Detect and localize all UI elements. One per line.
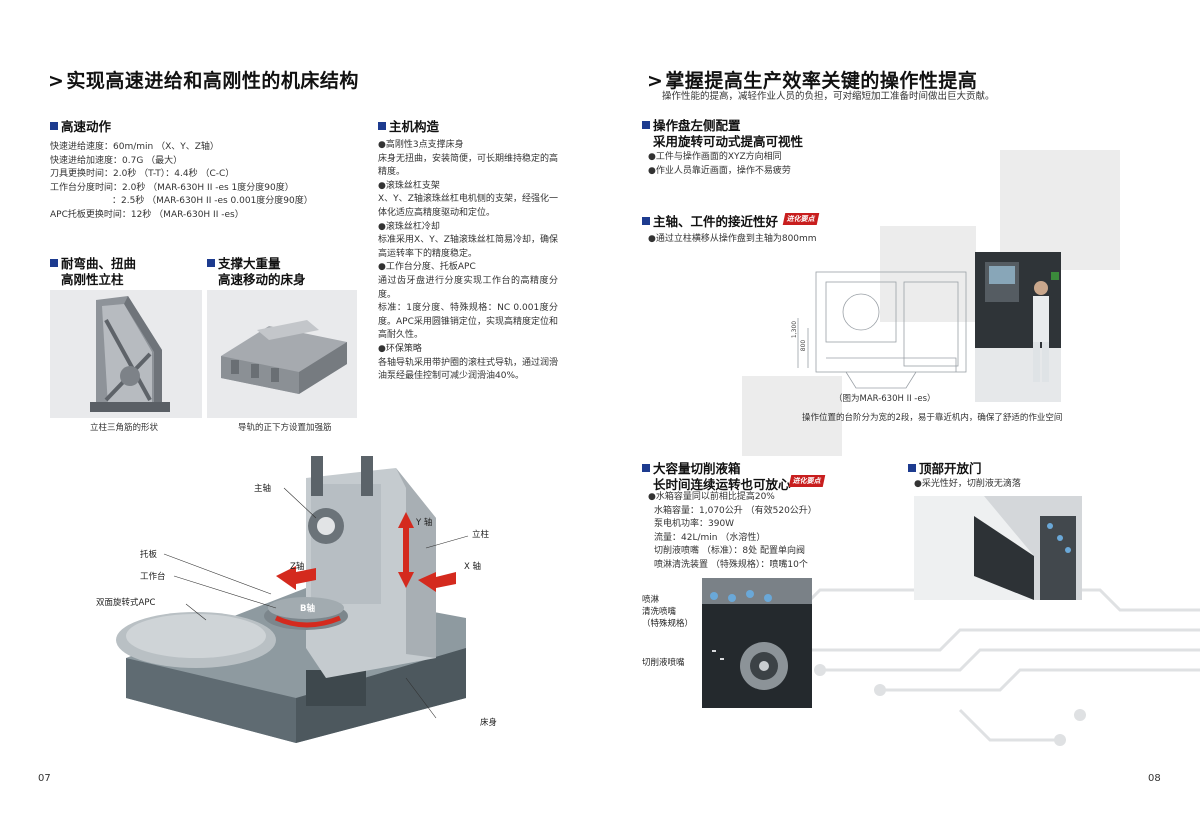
decor-square [742,376,842,456]
coolant-spec: 泵电机功率：390W [654,519,735,530]
square-bullet-icon [642,217,650,225]
operator-at-machine-drawing [975,252,1061,402]
operator-access-drawing: 1,300 800 （图为MAR-630H II -es） [786,268,972,404]
title-arrow-icon: > [647,70,664,92]
left-page-title: >实现高速进给和高刚性的机床结构 [48,70,359,92]
column-casting-drawing [90,296,170,412]
access-heading: 主轴、工件的接近性好 [642,214,778,230]
right-page-title: >掌握提高生产效率关键的操作性提高 [647,70,978,92]
decor-square [1000,150,1120,270]
panel-heading: 操作盘左侧配置 采用旋转可动式提高可视性 [642,118,803,150]
right-page-number: 08 [1148,773,1161,784]
spec-line: APC托板更换时间：12秒 （MAR-630H II -es） [50,209,244,220]
coolant-spec: 喷淋清洗装置 （特殊规格）：喷嘴10个 [654,559,808,570]
bed-casting-drawing [221,320,347,394]
label-shower-nozzle: 喷淋 清洗喷嘴 （特殊规格） [642,595,694,629]
spec-line: 刀具更换时间：2.0秒 （T-T）：4.4秒 （C-C） [50,169,235,180]
top-door-point: ●采光性好，切削液无滴落 [914,479,1021,489]
square-bullet-icon [50,259,58,267]
label-coolant-nozzle: 切削液喷嘴 [642,658,685,668]
access-point: ●通过立柱横移从操作盘到主轴为800mm [648,234,817,244]
column-caption: 立柱三角筋的形状 [90,423,159,433]
square-bullet-icon [50,122,58,130]
access-caption: 操作位置的台阶分为宽的2段，易于靠近机内，确保了舒适的作业空间 [802,413,1063,423]
panel-point: ●工件与操作画面的XYZ方向相同 [648,152,782,162]
label-z-axis: Z轴 [290,562,305,572]
operator-photo [975,252,1061,402]
main-structure-text: ●高刚性3点支撑床身 床身无扭曲，安装简便，可长期维持稳定的高精度。 ●滚珠丝杠… [378,140,559,382]
label-b-axis: B轴 [300,604,315,614]
evolution-badge-icon: 进化要点 [788,475,826,487]
label-y-axis: Y 轴 [416,518,433,528]
spec-line: 快速进给加速度：0.7G （最大） [50,155,183,166]
square-bullet-icon [207,259,215,267]
coolant-nozzle-photo [702,578,812,708]
column-heading: 耐弯曲、扭曲 高刚性立柱 [50,256,136,288]
panel-points: ●工件与操作画面的XYZ方向相同 ●作业人员靠近画面，操作不易疲劳 [648,151,791,178]
left-page-number: 07 [38,773,51,784]
coolant-specs: ●水箱容量同以前相比提高20% 水箱容量：1,070公升 （有效520公升） 泵… [648,491,817,573]
drawing-caption: （图为MAR-630H II -es） [834,394,936,404]
panel-point: ●作业人员靠近画面，操作不易疲劳 [648,165,791,176]
dimension-800: 800 [800,339,808,352]
coolant-evolution-badge: 进化要点 [788,468,826,487]
coolant-spec: 水箱容量：1,070公升 （有效520公升） [654,505,817,516]
nozzle-drawing [702,578,812,708]
top-door-drawing [914,496,1082,600]
label-table: 工作台 [140,572,166,582]
main-structure-heading: 主机构造 [378,119,439,135]
coolant-spec: 流量：42L/min （水溶性） [654,532,766,543]
spec-line: 快速进给速度：60m/min （X、Y、Z轴） [50,142,219,152]
spec-line: 工作台分度时间：2.0秒 （MAR-630H II -es 1度分度90度） [50,182,294,193]
coolant-spec: ●水箱容量同以前相比提高20% [648,492,775,502]
speed-heading: 高速动作 [50,119,111,135]
right-page-subtitle: 操作性能的提高，减轻作业人员的负担，可对缩短加工准备时间做出巨大贡献。 [662,91,995,102]
label-bed: 床身 [480,718,498,728]
bed-caption: 导轨的正下方设置加强筋 [238,423,332,433]
top-door-heading: 顶部开放门 [908,461,982,477]
bed-heading: 支撑大重量 高速移动的床身 [207,256,306,288]
spec-line: ：2.5秒 （MAR-630H II -es 0.001度分度90度） [112,196,313,207]
machine-structure-diagram: 主轴 托板 工作台 双面旋转式APC Y 轴 立柱 Z轴 X 轴 B轴 床身 [96,448,526,748]
machine-3d-drawing [116,456,469,743]
dimension-1300: 1,300 [791,320,799,339]
label-column: 立柱 [472,530,490,540]
square-bullet-icon [642,464,650,472]
square-bullet-icon [908,464,916,472]
label-pallet: 托板 [140,550,158,560]
column-casting-image [50,290,202,418]
speed-specs: 快速进给速度：60m/min （X、Y、Z轴） 快速进给加速度：0.7G （最大… [50,141,313,223]
label-x-axis: X 轴 [464,562,482,572]
evolution-badge-icon: 进化要点 [782,213,820,225]
top-door-photo [914,496,1082,600]
bed-casting-image [207,290,357,418]
coolant-spec: 切削液喷嘴 （标准）：8处 配置单向阀 [654,546,805,557]
square-bullet-icon [642,121,650,129]
title-arrow-icon: > [48,70,65,92]
label-spindle: 主轴 [254,484,272,494]
square-bullet-icon [378,122,386,130]
label-apc: 双面旋转式APC [96,598,156,608]
access-evolution-badge: 进化要点 [782,206,820,225]
coolant-heading: 大容量切削液箱 长时间连续运转也可放心 [642,461,791,493]
access-line-drawing [797,271,967,389]
